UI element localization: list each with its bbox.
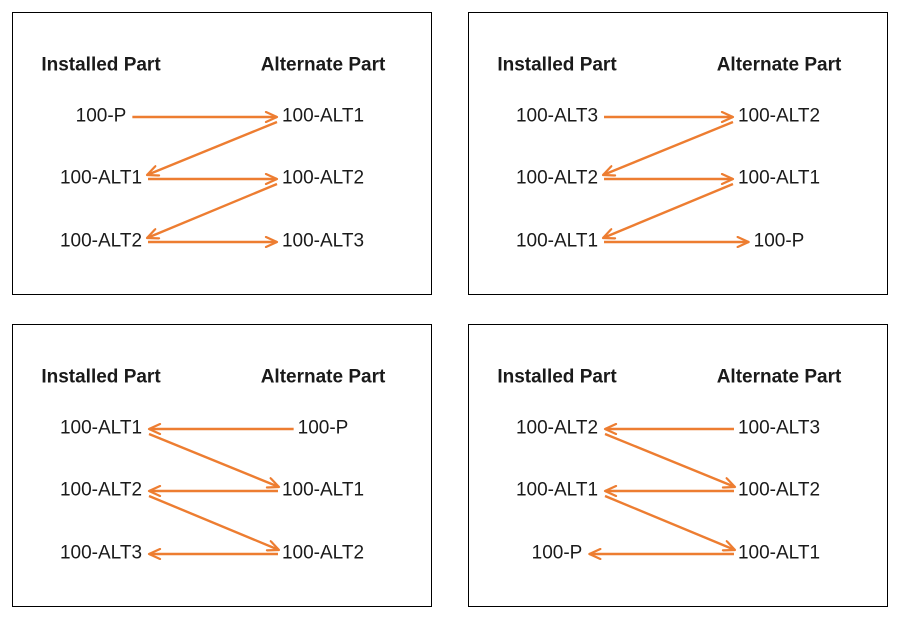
part-label-installed-1: 100-ALT2 [59,479,143,501]
mapping-arrow [604,432,735,487]
installed-part-header: Installed Part [497,366,617,388]
mapping-arrow [603,182,734,238]
alternate-part-header: Alternate Part [260,366,386,388]
part-label-installed-0: 100-ALT1 [59,417,143,439]
part-label-alternate-2: 100-ALT2 [281,542,365,564]
mapping-panel-bottom-right: Installed Part Alternate Part 100-ALT2 10… [468,324,888,607]
zigzag-arrows-layer [469,13,886,293]
mapping-arrow [147,182,278,238]
part-label-installed-1: 100-ALT1 [59,167,143,189]
mapping-arrow [147,120,278,175]
part-label-alternate-0: 100-ALT2 [737,105,821,127]
part-label-installed-2: 100-P [531,542,583,564]
alternate-part-header: Alternate Part [260,54,386,76]
part-label-alternate-0: 100-ALT1 [281,105,365,127]
part-label-installed-1: 100-ALT2 [515,167,599,189]
part-label-installed-2: 100-ALT1 [515,230,599,252]
mapping-panel-top-right: Installed Part Alternate Part 100-ALT3 10… [468,12,888,295]
part-label-alternate-1: 100-ALT1 [737,167,821,189]
zigzag-arrows-layer [469,325,886,605]
mapping-panel-top-left: Installed Part Alternate Part 100-P 100-A… [12,12,432,295]
mapping-arrow [604,494,735,550]
part-label-alternate-0: 100-P [297,417,349,439]
part-label-installed-1: 100-ALT1 [515,479,599,501]
mapping-arrow [603,120,734,175]
installed-part-header: Installed Part [41,54,161,76]
part-label-alternate-2: 100-ALT3 [281,230,365,252]
part-label-alternate-0: 100-ALT3 [737,417,821,439]
part-label-alternate-1: 100-ALT2 [281,167,365,189]
part-label-installed-0: 100-ALT3 [515,105,599,127]
zigzag-arrows-layer [13,325,294,605]
installed-part-header: Installed Part [497,54,617,76]
part-label-alternate-1: 100-ALT1 [281,479,365,501]
alternate-part-header: Alternate Part [716,366,842,388]
alternate-part-header: Alternate Part [716,54,842,76]
part-label-installed-2: 100-ALT2 [59,230,143,252]
part-label-alternate-1: 100-ALT2 [737,479,821,501]
mapping-arrow [148,494,279,550]
part-label-installed-0: 100-P [75,105,127,127]
zigzag-arrows-layer [132,13,430,293]
part-label-alternate-2: 100-P [753,230,805,252]
mapping-panel-bottom-left: Installed Part Alternate Part 100-ALT1 10… [12,324,432,607]
mapping-arrow [148,432,279,487]
part-label-installed-0: 100-ALT2 [515,417,599,439]
part-label-installed-2: 100-ALT3 [59,542,143,564]
installed-part-header: Installed Part [41,366,161,388]
part-label-alternate-2: 100-ALT1 [737,542,821,564]
